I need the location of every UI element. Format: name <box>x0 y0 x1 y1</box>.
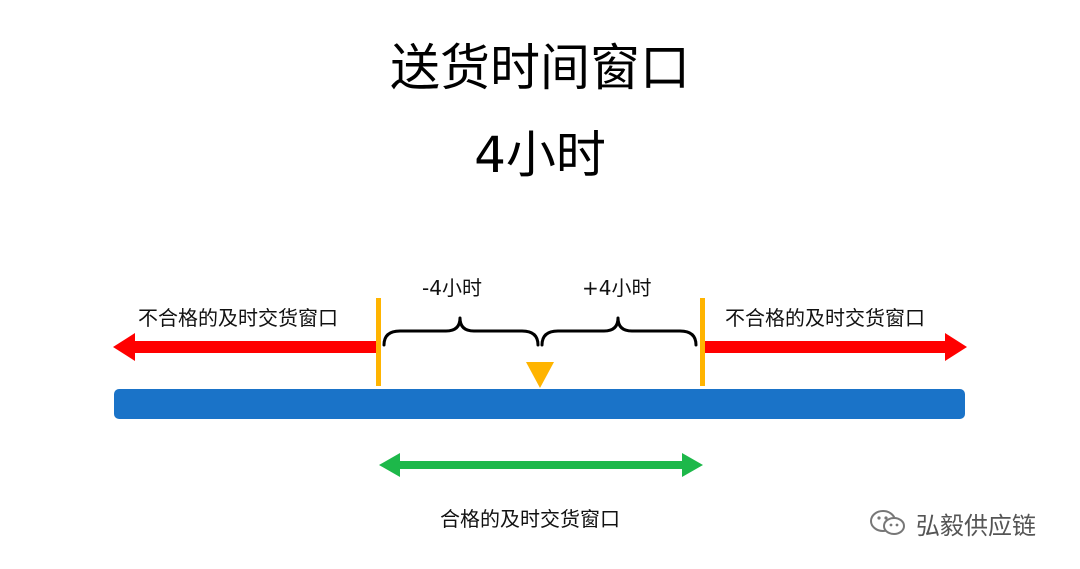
boundary-marker-left <box>376 298 381 386</box>
qualified-label: 合格的及时交货窗口 <box>440 507 620 531</box>
brace-minus <box>382 316 540 347</box>
unqualified-left-label: 不合格的及时交货窗口 <box>138 306 338 330</box>
target-time-marker <box>526 362 554 388</box>
wechat-icon <box>870 510 905 535</box>
watermark-text: 弘毅供应链 <box>916 511 1036 540</box>
page-subtitle: 4小时 <box>474 126 606 184</box>
qualified-arrow-head-right <box>682 453 703 477</box>
unqualified-arrow-left-head <box>113 333 135 361</box>
minus-window-label: -4小时 <box>422 276 482 300</box>
watermark: 弘毅供应链 <box>868 505 1036 541</box>
qualified-arrow-head-left <box>379 453 400 477</box>
plus-window-label: +4小时 <box>582 276 652 300</box>
unqualified-right-label: 不合格的及时交货窗口 <box>725 306 925 330</box>
page-title: 送货时间窗口 <box>390 39 690 97</box>
boundary-marker-right <box>700 298 705 386</box>
timeline-bar <box>114 389 965 419</box>
brace-plus <box>540 316 698 347</box>
unqualified-arrow-right-head <box>945 333 967 361</box>
